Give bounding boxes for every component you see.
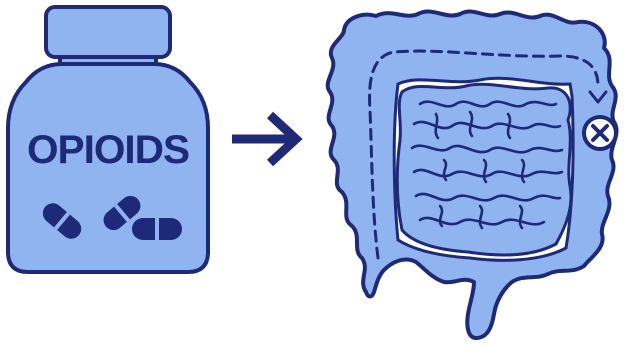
bottle-label: OPIOIDS bbox=[27, 128, 189, 172]
intestine-icon bbox=[328, 11, 617, 338]
blocked-x-icon bbox=[584, 117, 616, 149]
pill-bottle-icon: OPIOIDS bbox=[8, 7, 208, 272]
capsule-pill-icon bbox=[132, 218, 182, 240]
bottle-cap bbox=[46, 7, 170, 57]
arrow-right-icon bbox=[232, 115, 296, 163]
